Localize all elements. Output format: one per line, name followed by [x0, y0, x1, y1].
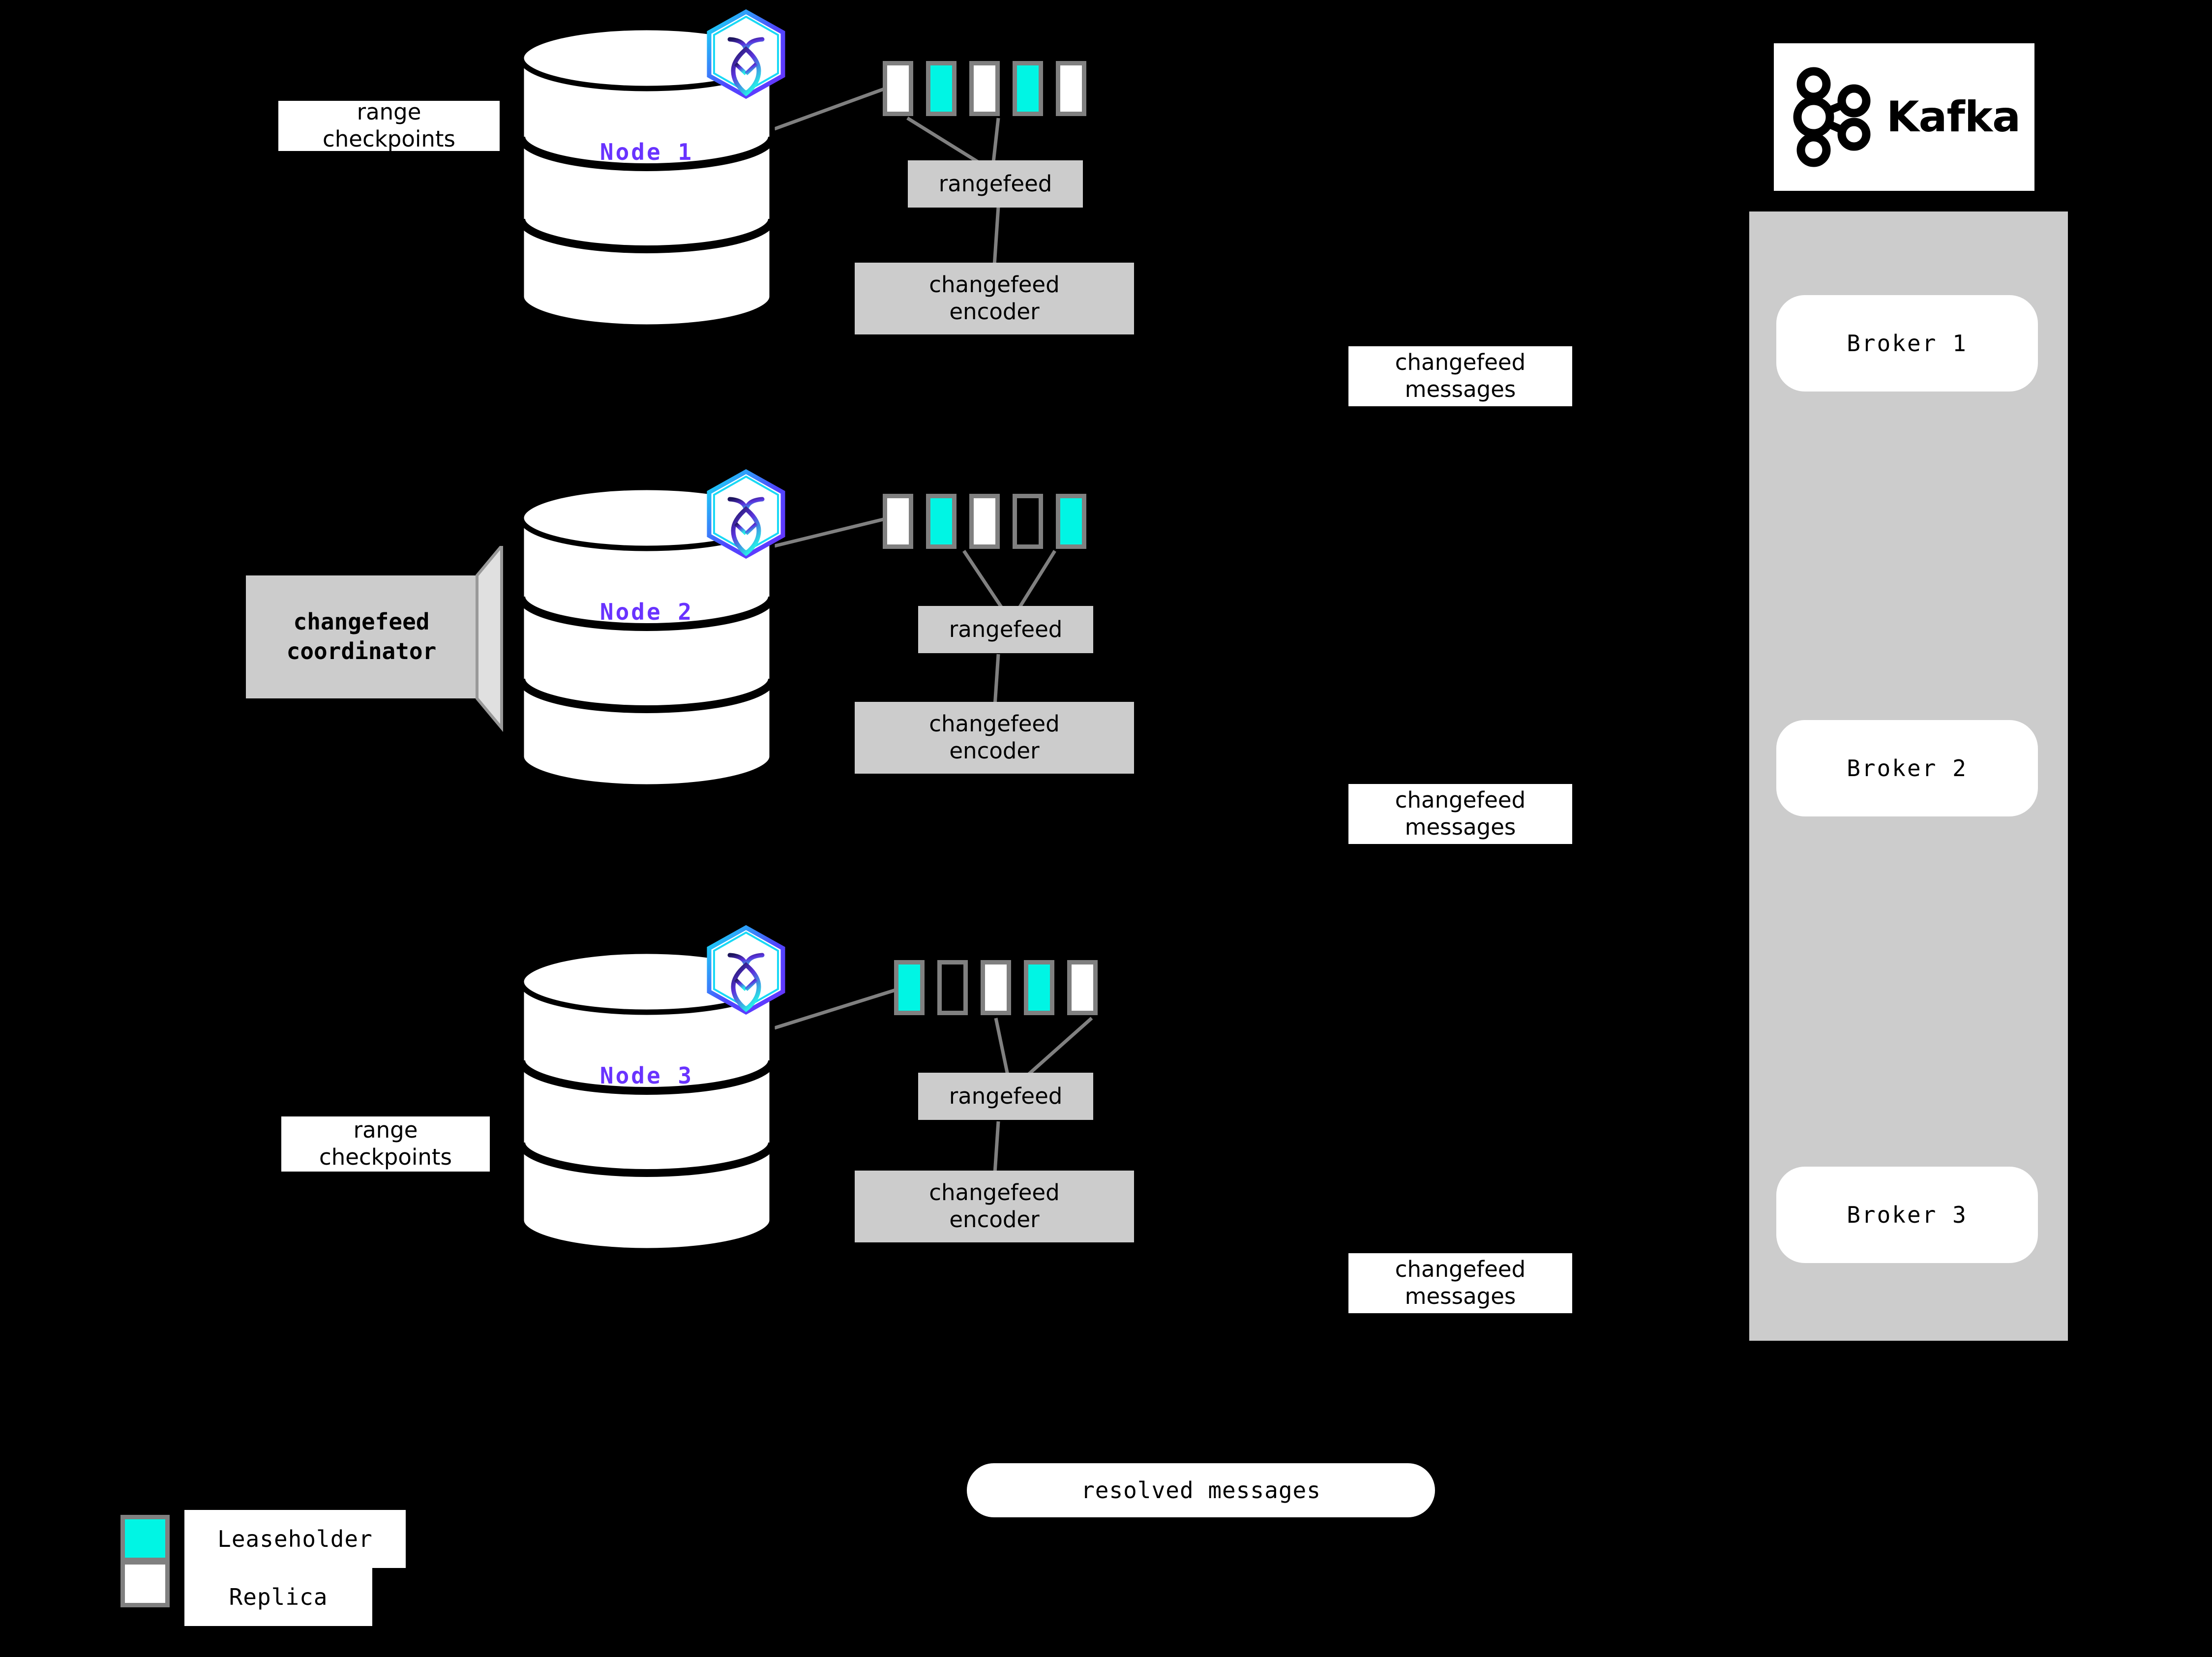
changefeed-messages-line-1: changefeed [1395, 787, 1526, 813]
kafka-broker-2[interactable]: Broker 2 [1776, 720, 2038, 816]
changefeed-messages-label-3: changefeed messages [1348, 1253, 1572, 1313]
range-leaseholder [1013, 61, 1043, 116]
encoder-line-1: changefeed [929, 1179, 1060, 1206]
node-2-changefeed-encoder-box[interactable]: changefeed encoder [855, 702, 1134, 774]
changefeed-coordinator-pennant [246, 546, 503, 732]
changefeed-messages-line-1: changefeed [1395, 1256, 1526, 1283]
node-2-range-row [883, 494, 1086, 549]
range-empty [937, 960, 968, 1015]
node-2-label: Node 2 [599, 599, 694, 625]
kafka-logo-icon: Kafka [1774, 43, 2034, 191]
node-1-range-row [883, 61, 1086, 116]
node-1-rangefeed-box[interactable]: rangefeed [908, 160, 1083, 208]
kafka-broker-1[interactable]: Broker 1 [1776, 295, 2038, 392]
range-replica [883, 494, 913, 549]
range-checkpoints-line-2: checkpoints [319, 1144, 452, 1170]
range-empty [1013, 494, 1043, 549]
changefeed-messages-label-1: changefeed messages [1348, 346, 1572, 406]
node-1-changefeed-encoder-box[interactable]: changefeed encoder [855, 263, 1134, 334]
range-replica [883, 61, 913, 116]
node-1-range-checkpoints-label: range checkpoints [278, 99, 500, 152]
node-3-changefeed-encoder-box[interactable]: changefeed encoder [855, 1171, 1134, 1242]
range-replica [1056, 61, 1086, 116]
cockroachdb-logo-icon [704, 925, 788, 1016]
range-leaseholder [1024, 960, 1054, 1015]
node-3-rangefeed-box[interactable]: rangefeed [918, 1073, 1093, 1120]
range-checkpoints-line-1: range [357, 99, 421, 125]
node-3-range-row [894, 960, 1098, 1015]
node-2-cylinder: Node 2 [516, 484, 777, 789]
encoder-line-1: changefeed [929, 271, 1060, 298]
coordinator-line-2: coordinator [286, 638, 437, 664]
node-3-range-checkpoints-label: range checkpoints [281, 1116, 490, 1172]
changefeed-messages-line-2: messages [1405, 814, 1516, 840]
range-replica [969, 61, 1000, 116]
encoder-line-2: encoder [949, 1206, 1040, 1233]
changefeed-messages-line-2: messages [1405, 1283, 1516, 1309]
legend-swatch-leaseholder [120, 1515, 170, 1562]
legend-label-leaseholder: Leaseholder [184, 1510, 406, 1568]
kafka-broker-3[interactable]: Broker 3 [1776, 1167, 2038, 1263]
node-3-cylinder: Node 3 [516, 948, 777, 1253]
range-checkpoints-line-2: checkpoints [323, 126, 455, 152]
coordinator-line-1: changefeed [293, 608, 430, 635]
range-replica [969, 494, 1000, 549]
range-replica [981, 960, 1011, 1015]
node-1-label: Node 1 [599, 139, 694, 165]
cockroachdb-logo-icon [704, 9, 788, 100]
cockroachdb-logo-icon [704, 469, 788, 560]
range-checkpoints-line-1: range [353, 1117, 418, 1144]
encoder-line-2: encoder [949, 299, 1040, 325]
range-leaseholder [926, 61, 957, 116]
kafka-wordmark: Kafka [1886, 92, 2021, 142]
changefeed-messages-line-1: changefeed [1395, 349, 1526, 376]
changefeed-messages-label-2: changefeed messages [1348, 784, 1572, 844]
range-leaseholder [894, 960, 925, 1015]
encoder-line-1: changefeed [929, 711, 1060, 737]
node-2-rangefeed-box[interactable]: rangefeed [918, 606, 1093, 653]
range-replica [1067, 960, 1098, 1015]
node-3-label: Node 3 [599, 1062, 694, 1089]
kafka-mark-icon [1793, 67, 1871, 167]
changefeed-messages-line-2: messages [1405, 376, 1516, 402]
legend-label-replica: Replica [184, 1568, 372, 1626]
encoder-line-2: encoder [949, 738, 1040, 764]
changefeed-coordinator-label: changefeed coordinator [246, 575, 477, 698]
range-leaseholder [1056, 494, 1086, 549]
resolved-messages-pill[interactable]: resolved messages [967, 1463, 1435, 1517]
legend-swatch-replica [120, 1560, 170, 1607]
range-leaseholder [926, 494, 957, 549]
